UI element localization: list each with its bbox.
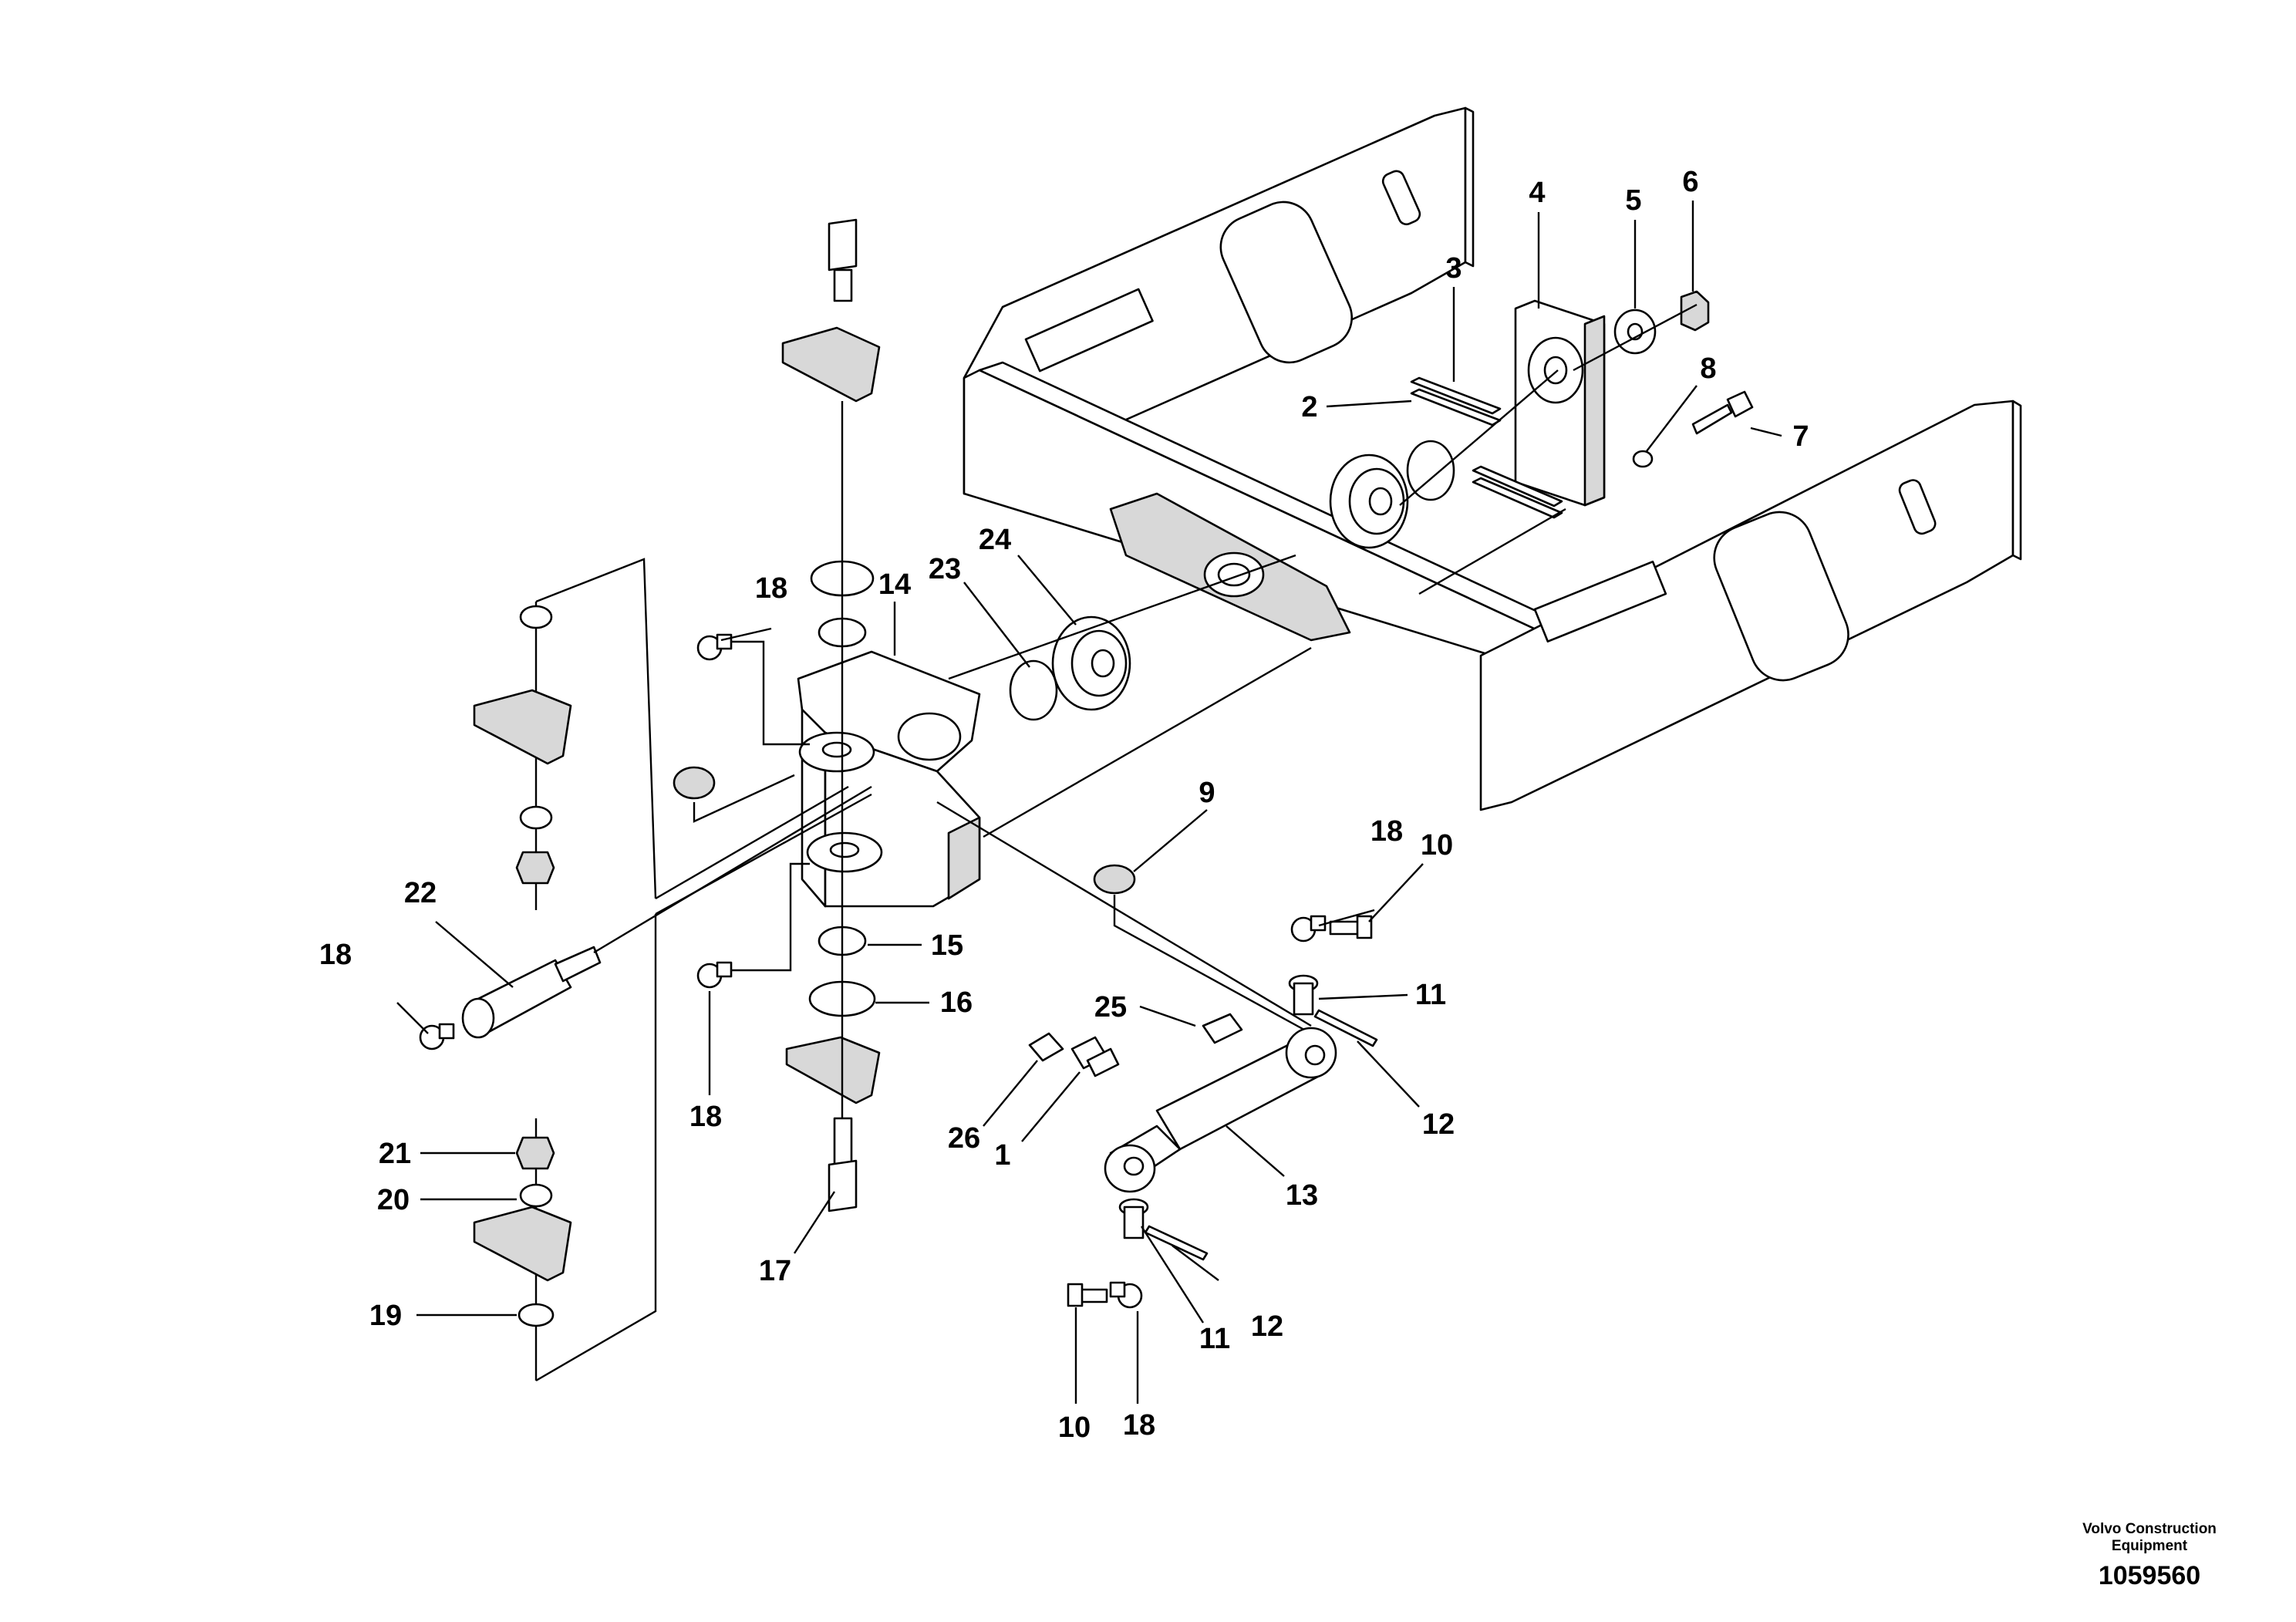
assembly-line [1418, 508, 1566, 595]
bushing [1329, 454, 1409, 549]
pin [461, 946, 602, 1039]
grease-fitting [696, 961, 733, 989]
callout-16: 16 [940, 986, 973, 1019]
callout-1: 1 [994, 1139, 1010, 1172]
assembly-line [731, 640, 810, 746]
callout-7: 7 [1792, 420, 1809, 453]
washer [518, 1303, 555, 1327]
assembly-line [1573, 303, 1698, 372]
callout-17: 17 [759, 1255, 791, 1287]
callout-10-upper: 10 [1421, 829, 1453, 862]
assembly-line [1113, 895, 1312, 1035]
assembly-line [693, 774, 795, 823]
callout-18-right: 18 [1371, 815, 1403, 848]
pin [1288, 974, 1319, 1016]
brand-line-2: Equipment [2111, 1538, 2188, 1554]
cam-washer [781, 326, 881, 403]
callout-15: 15 [931, 929, 963, 962]
leader-lines [396, 201, 1782, 1404]
brand-label: Volvo Construction Equipment [2034, 1521, 2265, 1555]
bolt [1329, 915, 1373, 939]
bolt [1691, 390, 1754, 435]
cotter-pin [1144, 1225, 1209, 1261]
cam-washer [473, 1206, 572, 1282]
shim-plate [1472, 465, 1563, 508]
bolt [828, 1117, 858, 1212]
assembly-line [731, 862, 810, 972]
frame [963, 106, 2022, 811]
drawing-number: 1059560 [2098, 1561, 2201, 1590]
callout-12-upper: 12 [1422, 1108, 1455, 1141]
steering-cylinder [1104, 1027, 1337, 1193]
cam-washer [473, 689, 572, 765]
nut [515, 851, 555, 885]
callout-10-lower: 10 [1058, 1411, 1091, 1444]
callout-5: 5 [1625, 184, 1641, 217]
washer [519, 805, 553, 830]
o-ring [1406, 440, 1455, 501]
grease-fitting [696, 633, 733, 661]
cotter-pin [1313, 1009, 1378, 1047]
bushing [1093, 864, 1136, 895]
bushing [673, 766, 716, 800]
grease-fitting [1109, 1281, 1143, 1309]
cam-washer [785, 1036, 881, 1104]
callout-3: 3 [1445, 252, 1462, 285]
assembly-line [655, 785, 849, 900]
callout-4: 4 [1529, 177, 1545, 209]
callout-13: 13 [1286, 1179, 1318, 1212]
callout-labels: 1 2 3 4 5 6 7 8 9 10 10 11 11 12 12 13 1… [319, 166, 1809, 1444]
callout-26: 26 [948, 1122, 980, 1155]
callout-19: 19 [369, 1300, 402, 1332]
callout-18-middle: 18 [689, 1101, 722, 1133]
trunnion-bracket [1514, 299, 1606, 507]
callout-18-bottom: 18 [1123, 1409, 1155, 1442]
o-ring [1009, 659, 1058, 721]
hydraulic-fitting [1070, 1036, 1120, 1077]
assembly-line [983, 646, 1312, 838]
nut [515, 1136, 555, 1170]
assembly-line [948, 554, 1296, 680]
bushing [1051, 615, 1131, 711]
callout-9: 9 [1199, 777, 1215, 809]
steering-bracket [797, 650, 981, 908]
callout-8: 8 [1700, 352, 1716, 385]
shim-plate [1410, 376, 1502, 415]
bolt [1067, 1283, 1108, 1307]
assembly-line [655, 793, 872, 916]
grease-fitting [419, 1023, 455, 1050]
callout-23: 23 [929, 553, 961, 585]
callout-24: 24 [979, 524, 1011, 556]
brand-line-1: Volvo Construction [2082, 1521, 2217, 1537]
callout-18-left: 18 [319, 939, 352, 971]
washer [519, 1183, 553, 1208]
assembly-line [936, 801, 1312, 1027]
shim-plate [1472, 477, 1563, 519]
callout-22: 22 [404, 877, 437, 909]
callout-2: 2 [1301, 391, 1317, 423]
callout-12-lower: 12 [1251, 1310, 1283, 1343]
hydraulic-fitting [1028, 1032, 1064, 1062]
assembly-line [1399, 369, 1559, 506]
assembly-line [593, 785, 872, 954]
washer [1632, 450, 1654, 468]
callout-11-upper: 11 [1415, 979, 1446, 1011]
group-bracket [535, 914, 657, 1382]
callout-6: 6 [1682, 166, 1698, 198]
callout-20: 20 [377, 1184, 410, 1216]
callout-25: 25 [1094, 991, 1127, 1023]
callout-14: 14 [878, 568, 911, 601]
group-bracket [535, 558, 657, 899]
pin [1118, 1198, 1149, 1239]
callout-11-lower: 11 [1199, 1323, 1230, 1355]
bolt [828, 218, 858, 302]
callout-21: 21 [379, 1138, 411, 1170]
grease-fitting [1290, 915, 1327, 943]
hydraulic-fitting [1202, 1013, 1243, 1044]
nut [1680, 290, 1710, 332]
washer [519, 605, 553, 629]
callout-18-top: 18 [755, 572, 787, 605]
